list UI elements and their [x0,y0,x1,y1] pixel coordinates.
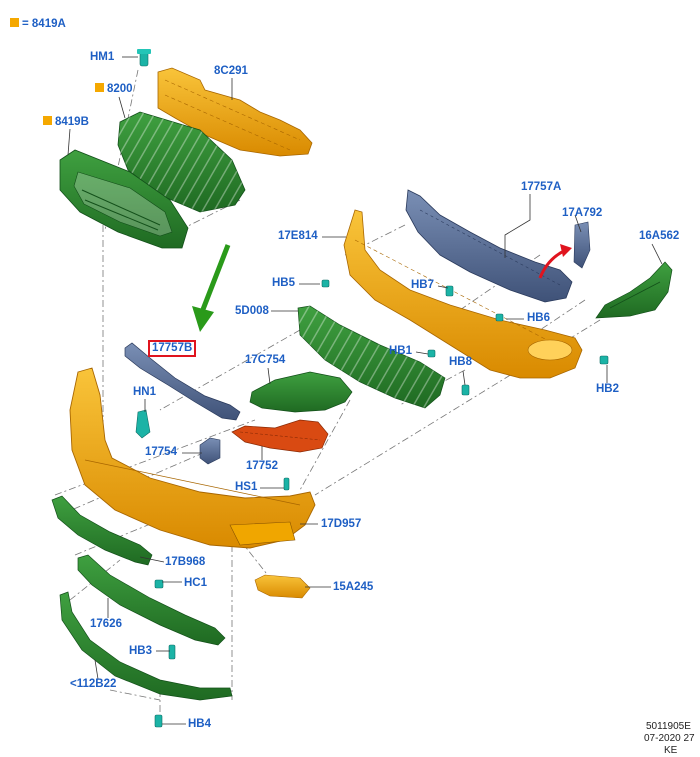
label-17a792[interactable]: 17A792 [562,207,603,219]
part-17626-skid [77,554,226,646]
part-8200-grille [117,111,246,213]
label-8419b-text: 8419B [55,116,89,128]
label-112b22[interactable]: <112B22 [70,678,117,690]
label-17754[interactable]: 17754 [145,446,177,458]
green-arrow [192,244,231,332]
red-arrow [538,244,572,279]
part-8c291-shield [157,67,313,157]
label-hb8[interactable]: HB8 [449,356,473,368]
label-hb4[interactable]: HB4 [188,718,212,730]
part-15a245-bracket [254,574,311,599]
part-17757b-bracket [124,342,241,421]
label-hb1[interactable]: HB1 [389,345,413,357]
label-16a562[interactable]: 16A562 [639,230,680,242]
label-17757a[interactable]: 17757A [521,181,562,193]
part-17757a-reinforcement [405,189,573,303]
flag-square [43,116,52,125]
label-hn1[interactable]: HN1 [133,386,157,398]
part-16a562-cover [595,261,673,319]
label-leaders [67,56,663,725]
label-hb6[interactable]: HB6 [527,312,551,324]
label-17d957[interactable]: 17D957 [321,518,362,530]
part-17b968-lower-piece [51,495,153,566]
label-15a245[interactable]: 15A245 [333,581,374,593]
flag-square [95,83,104,92]
part-17e814-absorber [343,209,583,379]
label-17b968[interactable]: 17B968 [165,556,206,568]
footer-date: 07-2020 27 [644,733,695,744]
part-17c754-moulding [249,371,353,413]
part-17752-bracket [231,419,329,453]
fastener-hn1 [135,409,151,439]
part-17a792-bracket [573,221,591,269]
label-8200[interactable]: 8200 [95,83,133,96]
fastener-hm1 [137,49,151,67]
part-8419b-surround [59,149,189,249]
label-17e814[interactable]: 17E814 [278,230,318,242]
part-17d957-bumper-cover [69,367,316,549]
legend-swatch [10,18,19,27]
label-hb3[interactable]: HB3 [129,645,153,657]
label-hb5[interactable]: HB5 [272,277,296,289]
label-17c754[interactable]: 17C754 [245,354,286,366]
label-17757b[interactable]: 17757B [148,340,197,357]
label-8c291[interactable]: 8C291 [214,65,248,77]
legend-text: = 8419A [22,18,66,30]
label-5d008[interactable]: 5D008 [235,305,269,317]
footer-code: 5011905E [646,721,691,732]
label-hc1[interactable]: HC1 [184,577,208,589]
label-hb2[interactable]: HB2 [596,383,620,395]
label-17752[interactable]: 17752 [246,460,278,472]
label-17626[interactable]: 17626 [90,618,122,630]
label-hm1[interactable]: HM1 [90,51,115,63]
legend: = 8419A [10,18,66,31]
label-hb7[interactable]: HB7 [411,279,435,291]
label-hs1[interactable]: HS1 [235,481,258,493]
part-112b22-lip [59,591,233,701]
label-8200-text: 8200 [107,83,133,95]
fasteners [154,279,609,728]
part-5d008-lower-grille [297,305,446,409]
part-17754-bracket [199,437,221,465]
label-8419b[interactable]: 8419B [43,116,89,129]
footer-suffix: KE [664,745,678,756]
